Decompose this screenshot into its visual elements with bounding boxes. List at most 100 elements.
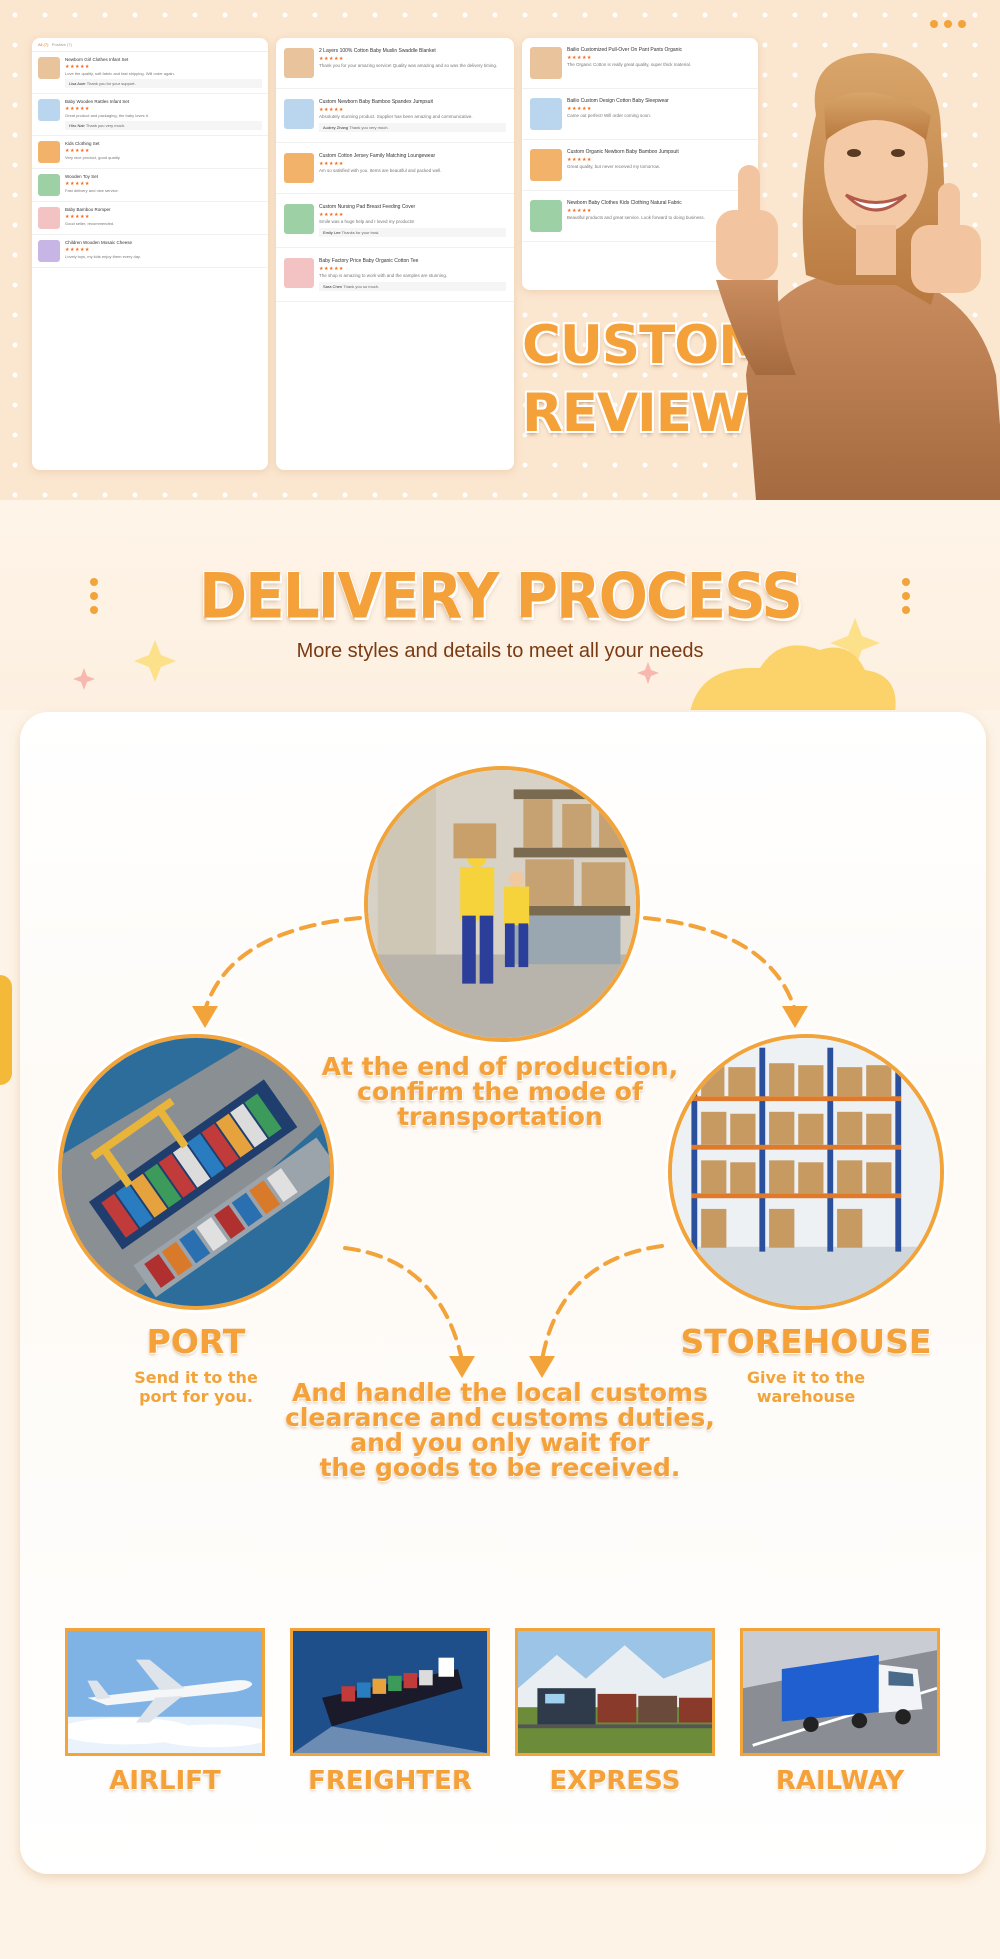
review-body: Children Wooden Mosaic Cheese ★★★★★Lovely… bbox=[65, 240, 262, 262]
reviews-list: Newborn Girl Clothes Infant Set★★★★★Love… bbox=[32, 52, 268, 268]
review-item[interactable]: Bailio Customized Pull-Over On Pant Pant… bbox=[522, 38, 758, 89]
port-description: Send it to the port for you. bbox=[58, 1368, 334, 1406]
text-line: Give it to the bbox=[746, 1368, 866, 1387]
review-body: Wooden Toy Set★★★★★Fast delivery and nic… bbox=[65, 174, 262, 196]
review-item[interactable]: Kids Clothing Set★★★★★Very nice product,… bbox=[32, 136, 268, 169]
product-thumbnail[interactable] bbox=[284, 48, 314, 78]
review-product-title[interactable]: 2 Layers 100% Cotton Baby Muslin Swaddle… bbox=[319, 48, 436, 54]
product-thumbnail[interactable] bbox=[530, 149, 562, 181]
review-item[interactable]: Custom Organic Newborn Baby Bamboo Jumps… bbox=[522, 140, 758, 191]
review-text: The Organic Cotton is really great quali… bbox=[567, 62, 691, 67]
production-step-text: At the end of production, confirm the mo… bbox=[280, 1054, 720, 1129]
review-text: Love the quality, soft fabric and fast s… bbox=[65, 71, 175, 76]
text-line: confirm the mode of bbox=[357, 1077, 643, 1106]
star-rating: ★★★★★ bbox=[65, 247, 90, 253]
review-item[interactable]: Custom Cotton Jersey Family Matching Lou… bbox=[276, 143, 514, 194]
text-line: clearance and customs duties, bbox=[285, 1403, 715, 1432]
reply-author: Emily Lee bbox=[323, 230, 341, 235]
freighter-ship-image bbox=[290, 1628, 490, 1756]
review-product-title[interactable]: Custom Cotton Jersey Family Matching Lou… bbox=[319, 153, 436, 159]
product-thumbnail[interactable] bbox=[530, 98, 562, 130]
star-rating: ★★★★★ bbox=[567, 208, 592, 214]
storehouse-label: STOREHOUSE bbox=[680, 1322, 932, 1361]
review-item[interactable]: Children Wooden Mosaic Cheese ★★★★★Lovely… bbox=[32, 235, 268, 268]
star-rating: ★★★★★ bbox=[65, 181, 90, 187]
review-text: The shop is amazing to work with and the… bbox=[319, 273, 448, 278]
product-thumbnail[interactable] bbox=[38, 57, 60, 79]
tab-all-reviews[interactable]: All (7) bbox=[38, 42, 49, 47]
review-item[interactable]: Baby Factory Price Baby Organic Cotton T… bbox=[276, 248, 514, 302]
review-text: Great quality, but never received my tom… bbox=[567, 164, 660, 169]
review-text: Great product and packaging, the baby lo… bbox=[65, 113, 149, 118]
express-label: EXPRESS bbox=[549, 1766, 681, 1796]
reply-text: Thank you very much. bbox=[349, 125, 389, 130]
review-body: Kids Clothing Set★★★★★Very nice product,… bbox=[65, 141, 262, 163]
freighter-label: FREIGHTER bbox=[308, 1766, 472, 1796]
review-item[interactable]: Baby Bamboo Romper★★★★★Good seller, reco… bbox=[32, 202, 268, 235]
review-text: Lovely toys, my kids enjoy them every da… bbox=[65, 254, 141, 259]
storehouse-description: Give it to the warehouse bbox=[668, 1368, 944, 1406]
product-thumbnail[interactable] bbox=[284, 153, 314, 183]
tab-positive-reviews[interactable]: Positive (7) bbox=[51, 42, 72, 47]
seller-reply: Hiro Nair Thank you very much. bbox=[65, 121, 262, 130]
seller-reply: Emily Lee Thanks for your trust. bbox=[319, 228, 506, 237]
review-product-title[interactable]: Baby Wooden Rattles Infant Set bbox=[65, 99, 129, 104]
review-item[interactable]: 2 Layers 100% Cotton Baby Muslin Swaddle… bbox=[276, 38, 514, 89]
review-body: Custom Cotton Jersey Family Matching Lou… bbox=[319, 153, 506, 183]
review-product-title[interactable]: Custom Nursing Pad Breast Feeding Cover bbox=[319, 204, 416, 210]
product-thumbnail[interactable] bbox=[284, 204, 314, 234]
product-thumbnail[interactable] bbox=[530, 47, 562, 79]
review-product-title[interactable]: Baby Bamboo Romper bbox=[65, 207, 111, 212]
review-body: Baby Factory Price Baby Organic Cotton T… bbox=[319, 258, 506, 291]
review-product-title[interactable]: Custom Newborn Baby Bamboo Spandex Jumps… bbox=[319, 99, 433, 105]
product-thumbnail[interactable] bbox=[530, 200, 562, 232]
reply-author: Lisa Auer bbox=[69, 81, 86, 86]
review-product-title[interactable]: Baby Factory Price Baby Organic Cotton T… bbox=[319, 258, 419, 264]
product-thumbnail[interactable] bbox=[38, 99, 60, 121]
star-rating: ★★★★★ bbox=[319, 212, 344, 218]
reply-author: Audrey Zhang bbox=[323, 125, 349, 130]
text-line: the goods to be received. bbox=[319, 1453, 681, 1482]
review-item[interactable]: Wooden Toy Set★★★★★Fast delivery and nic… bbox=[32, 169, 268, 202]
airlift-label: AIRLIFT bbox=[109, 1766, 221, 1796]
customs-step-text: And handle the local customs clearance a… bbox=[270, 1380, 730, 1480]
reply-text: Thank you so much. bbox=[343, 284, 380, 289]
review-product-title[interactable]: Children Wooden Mosaic Cheese bbox=[65, 240, 132, 245]
review-product-title[interactable]: Newborn Girl Clothes Infant Set bbox=[65, 57, 129, 62]
seller-reply: Sara Chen Thank you so much. bbox=[319, 282, 506, 291]
delivery-process-subtitle: More styles and details to meet all your… bbox=[296, 640, 704, 662]
delivery-process-title: DELIVERY PROCESS bbox=[198, 559, 803, 633]
review-text: Absolutely stunning product. Supplier ha… bbox=[319, 114, 473, 119]
product-thumbnail[interactable] bbox=[38, 207, 60, 229]
review-item[interactable]: Newborn Girl Clothes Infant Set ★★★★★Love… bbox=[32, 52, 268, 94]
review-item[interactable]: Custom Nursing Pad Breast Feeding Cover ★… bbox=[276, 194, 514, 248]
review-body: Baby Wooden Rattles Infant Set ★★★★★Great… bbox=[65, 99, 262, 130]
railway-truck-image bbox=[740, 1628, 940, 1756]
smiling-woman-image bbox=[716, 53, 1000, 500]
review-product-title[interactable]: Kids Clothing Set bbox=[65, 141, 100, 146]
product-thumbnail[interactable] bbox=[284, 99, 314, 129]
review-body: Custom Newborn Baby Bamboo Spandex Jumps… bbox=[319, 99, 506, 132]
star-rating: ★★★★★ bbox=[65, 106, 90, 112]
review-product-title[interactable]: Wooden Toy Set bbox=[65, 174, 98, 179]
railway-label: RAILWAY bbox=[775, 1766, 905, 1796]
review-item[interactable]: Baby Wooden Rattles Infant Set ★★★★★Great… bbox=[32, 94, 268, 136]
review-text: Am so satisfied with you. Items are beau… bbox=[319, 168, 442, 173]
product-thumbnail[interactable] bbox=[284, 258, 314, 288]
review-item[interactable]: Bailio Custom Design Cotton Baby Sleepwe… bbox=[522, 89, 758, 140]
review-text: Came out perfect! Will order coming soon… bbox=[567, 113, 652, 118]
product-thumbnail[interactable] bbox=[38, 174, 60, 196]
review-item[interactable]: Newborn Baby Clothes Kids Clothing Natur… bbox=[522, 191, 758, 242]
review-item[interactable]: Custom Newborn Baby Bamboo Spandex Jumps… bbox=[276, 89, 514, 143]
star-rating: ★★★★★ bbox=[319, 161, 344, 167]
star-rating: ★★★★★ bbox=[65, 64, 90, 70]
reviews-panel-2: 2 Layers 100% Cotton Baby Muslin Swaddle… bbox=[276, 38, 514, 470]
star-rating: ★★★★★ bbox=[567, 157, 592, 163]
review-body: Baby Bamboo Romper★★★★★Good seller, reco… bbox=[65, 207, 262, 229]
reviews-list: 2 Layers 100% Cotton Baby Muslin Swaddle… bbox=[276, 38, 514, 302]
reviews-tab-bar: All (7) Positive (7) bbox=[32, 38, 268, 52]
star-rating: ★★★★★ bbox=[65, 214, 90, 220]
product-thumbnail[interactable] bbox=[38, 141, 60, 163]
warehouse-workers-image bbox=[364, 766, 640, 1042]
product-thumbnail[interactable] bbox=[38, 240, 60, 262]
